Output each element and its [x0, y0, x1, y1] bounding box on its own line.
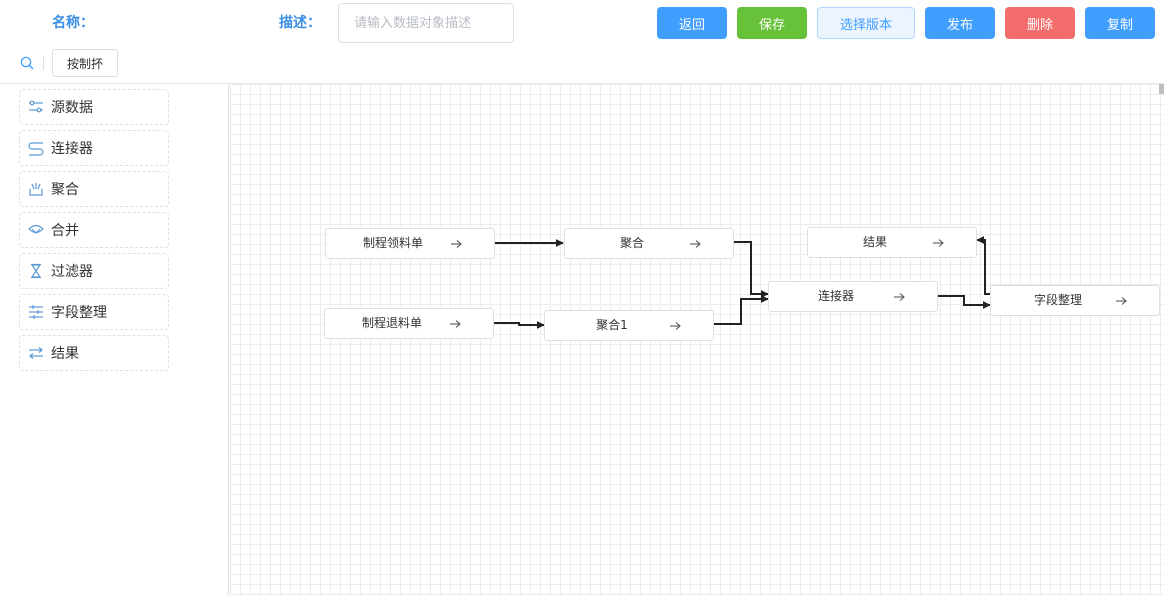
delete-button[interactable]: 删除 — [1005, 7, 1075, 39]
palette-item-label: 源数据 — [51, 100, 93, 116]
result-icon — [29, 347, 43, 359]
palette-item-label: 结果 — [51, 346, 79, 362]
palette-item-field-sort[interactable]: 字段整理 — [19, 294, 169, 330]
arrow-right-icon[interactable] — [450, 238, 462, 250]
flow-node-issue-order[interactable]: 制程领料单 — [325, 228, 495, 259]
toolbar-divider — [43, 57, 44, 70]
edge-aggregate1-to-connector — [714, 295, 769, 325]
connector-icon — [28, 142, 44, 156]
edge-aggregate-to-connector — [734, 241, 769, 298]
aggregate-icon — [29, 183, 43, 196]
arrow-right-icon[interactable] — [932, 237, 944, 249]
toolbar-button[interactable]: 按制抔 — [52, 49, 118, 77]
flow-node-result[interactable]: 结果 — [807, 227, 977, 258]
flow-edges — [494, 236, 991, 329]
arrow-right-icon[interactable] — [1115, 295, 1127, 307]
canvas-scrollbar[interactable] — [1159, 84, 1164, 94]
palette-item-connector[interactable]: 连接器 — [19, 130, 169, 166]
search-icon[interactable] — [20, 56, 34, 70]
sliders-icon — [29, 100, 43, 113]
node-label: 结果 — [862, 235, 887, 249]
flow-node-aggregate-1[interactable]: 聚合1 — [544, 310, 714, 341]
arrow-right-icon[interactable] — [669, 320, 681, 332]
palette-item-label: 连接器 — [51, 141, 93, 157]
palette-item-label: 聚合 — [51, 182, 79, 198]
description-input[interactable] — [338, 3, 514, 43]
arrow-right-icon[interactable] — [893, 291, 905, 303]
back-button[interactable]: 返回 — [657, 7, 727, 39]
palette-item-filter[interactable]: 过滤器 — [19, 253, 169, 289]
edge-return-to-aggregate1 — [494, 321, 545, 329]
name-label: 名称： — [52, 15, 94, 31]
flow-node-aggregate[interactable]: 聚合 — [564, 228, 734, 259]
node-label: 制程领料单 — [362, 236, 423, 250]
flow-node-connector[interactable]: 连接器 — [768, 281, 938, 312]
palette-item-source-data[interactable]: 源数据 — [19, 89, 169, 125]
node-label: 制程退料单 — [361, 316, 422, 330]
flow-node-return-order[interactable]: 制程退料单 — [324, 308, 494, 339]
component-palette: 源数据 连接器 聚合 合并 过滤器 — [0, 84, 229, 595]
node-label: 聚合 — [619, 236, 644, 250]
description-label: 描述： — [279, 15, 321, 31]
header-divider — [0, 83, 1164, 84]
palette-item-label: 合并 — [51, 223, 79, 239]
arrow-right-icon[interactable] — [689, 238, 701, 250]
select-version-button[interactable]: 选择版本 — [817, 7, 915, 39]
flow-canvas[interactable]: 制程领料单 制程退料单 聚合 聚合1 结果 连接器 字段整理 — [230, 84, 1164, 595]
hourglass-icon — [30, 263, 42, 279]
node-label: 连接器 — [817, 289, 854, 303]
node-label: 聚合1 — [596, 318, 628, 332]
arrow-right-icon[interactable] — [449, 318, 461, 330]
save-button[interactable]: 保存 — [737, 7, 807, 39]
palette-item-result[interactable]: 结果 — [19, 335, 169, 371]
node-label: 字段整理 — [1033, 293, 1082, 307]
edge-field-sort-to-result — [976, 236, 990, 295]
palette-item-aggregate[interactable]: 聚合 — [19, 171, 169, 207]
palette-item-label: 字段整理 — [51, 305, 107, 321]
palette-item-merge[interactable]: 合并 — [19, 212, 169, 248]
merge-icon — [28, 224, 44, 234]
palette-item-label: 过滤器 — [51, 264, 93, 280]
copy-button[interactable]: 复制 — [1085, 7, 1155, 39]
edge-connector-to-field-sort — [938, 295, 991, 309]
flow-node-field-sort[interactable]: 字段整理 — [990, 285, 1160, 316]
field-sort-icon — [29, 305, 43, 319]
publish-button[interactable]: 发布 — [925, 7, 995, 39]
